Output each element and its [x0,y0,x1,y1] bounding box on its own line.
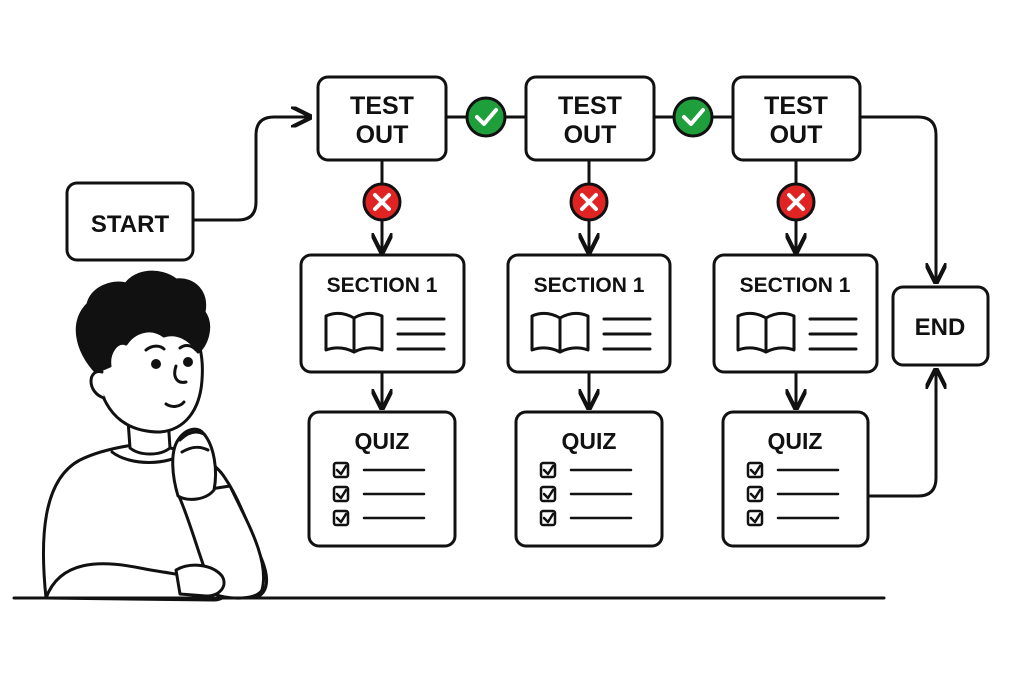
section-node-1: SECTION 1 [299,253,466,374]
person-finger [178,430,206,442]
pass-check-icon-2 [672,96,714,138]
fail-x-icon-2 [569,182,609,222]
quiz-node-3: QUIZ [721,410,870,548]
person-eyebrow [144,344,166,352]
text-lines-icon [602,317,652,351]
section-label: SECTION 1 [327,274,438,297]
person-eye [151,359,161,369]
quiz-label: QUIZ [355,428,410,454]
person-hair [75,270,211,374]
connector-start-to-test-1 [191,117,308,222]
person-hand-table [174,563,226,598]
quiz-node-2: QUIZ [514,410,664,548]
text-lines-icon [808,317,858,351]
person-ear [89,370,106,400]
test-out-line-2: OUT [564,121,617,149]
checklist-icon [539,461,633,527]
test-out-line-2: OUT [356,121,409,149]
book-icon [530,311,590,354]
test-out-line-1: TEST [558,92,622,120]
end-label: END [915,314,966,341]
checklist-icon [746,461,840,527]
book-icon [736,311,796,354]
person-eyebrow [178,344,198,352]
start-label: START [91,211,170,238]
end-node: END [891,285,990,367]
quiz-label: QUIZ [562,428,617,454]
person-mouth [164,400,186,408]
checklist-icon [332,461,426,527]
test-out-node-1: TEST OUT [316,75,448,162]
quiz-label: QUIZ [768,428,823,454]
connector-quiz-3-to-end [866,372,936,498]
fail-x-icon-3 [776,182,816,222]
test-out-line-2: OUT [770,121,823,149]
thinking-person-illustration [41,270,269,602]
person-nose [173,364,188,384]
test-out-node-2: TEST OUT [524,75,656,162]
book-icon [324,311,384,354]
quiz-node-1: QUIZ [307,410,457,548]
section-node-2: SECTION 1 [506,253,672,374]
start-node: START [65,181,195,262]
test-out-node-3: TEST OUT [731,75,862,162]
connector-test-3-to-end [858,115,936,280]
person-finger [180,445,210,454]
section-label: SECTION 1 [534,274,645,297]
test-out-line-1: TEST [764,92,828,120]
pass-check-icon-1 [465,96,507,138]
fail-x-icon-1 [362,182,402,222]
section-node-3: SECTION 1 [712,253,879,374]
text-lines-icon [396,317,446,351]
person-eye [183,357,193,367]
section-label: SECTION 1 [740,274,851,297]
test-out-line-1: TEST [350,92,414,120]
